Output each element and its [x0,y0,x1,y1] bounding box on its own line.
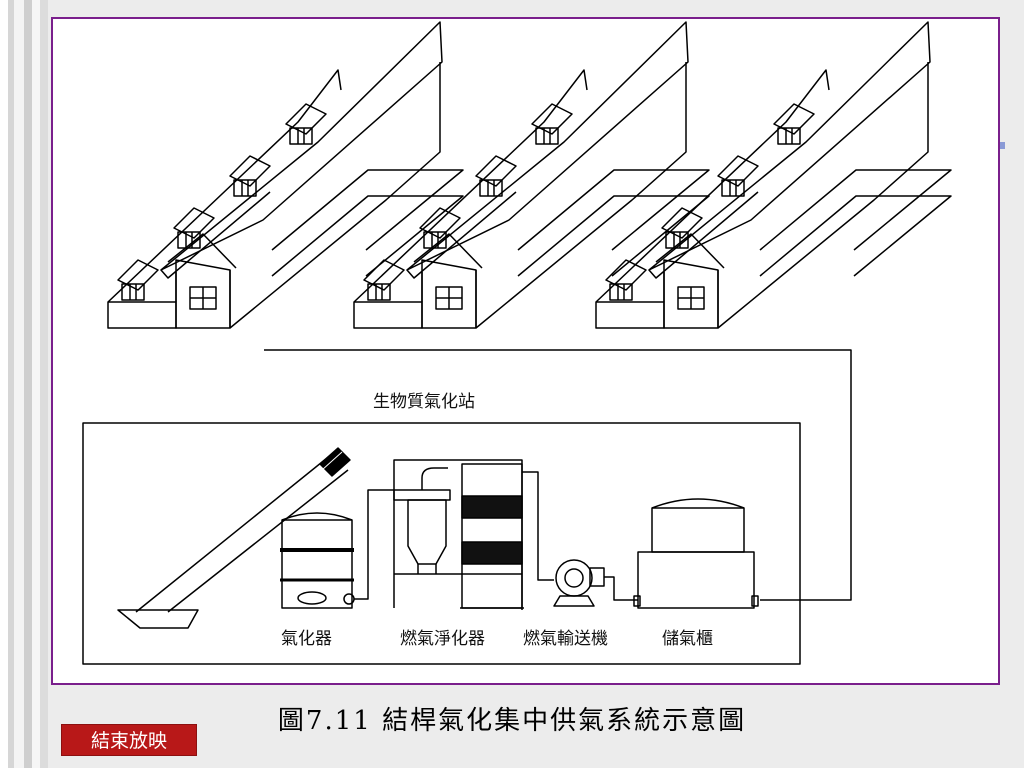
gas-supply-diagram [82,19,998,665]
gas-main-pipe [264,349,852,601]
figure-caption: 圖7.11 結桿氣化集中供氣系統示意圖 [277,706,747,736]
end-slideshow-button[interactable]: 結束放映 [61,724,197,756]
gasifier-label: 氣化器 [281,629,332,649]
diagram-frame: 生物質氣化站 氣化器 燃氣淨化器 燃氣輸送機 儲氣櫃 [51,17,1000,685]
gas-blower [553,559,638,607]
background-stripe [40,0,48,768]
gasifier-vessel [280,489,394,609]
gas-cleaner-label: 燃氣淨化器 [400,629,485,649]
background-stripe [0,0,8,768]
background-stripe [14,0,24,768]
screw-feeder [117,447,351,629]
background-stripe [8,0,14,768]
gas-cleaner [393,459,554,610]
station-label: 生物質氣化站 [373,392,475,412]
background-stripe [24,0,32,768]
gas-holder-tank [633,498,759,609]
pig-house [108,22,463,328]
gas-blower-label: 燃氣輸送機 [523,629,608,649]
background-stripe [32,0,40,768]
gasification-station-box [82,422,801,665]
slide-bullet-marker [998,142,1005,149]
pig-house [596,22,951,328]
pig-house [354,22,709,328]
gas-holder-label: 儲氣櫃 [662,629,713,649]
